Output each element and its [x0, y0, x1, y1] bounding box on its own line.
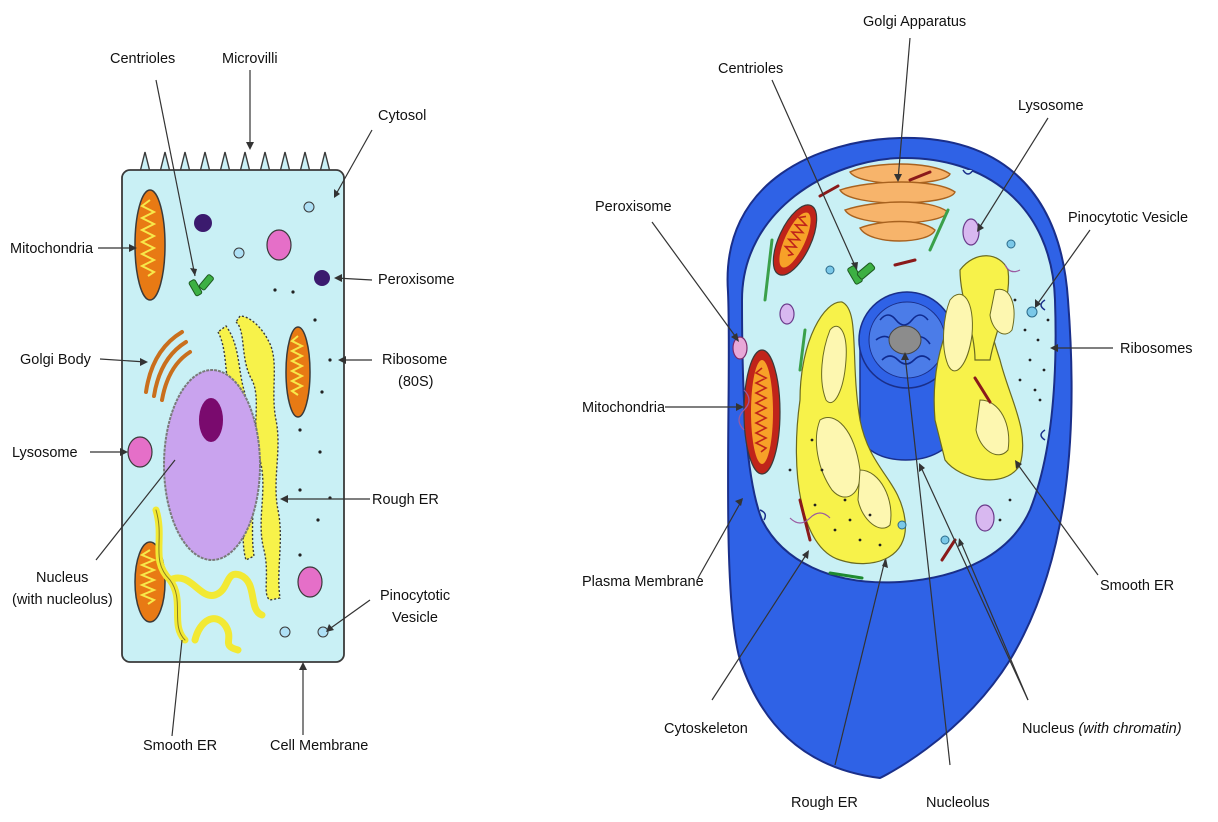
left-lysosome-shape-2	[128, 437, 152, 467]
left-label-cytosol: Cytosol	[378, 108, 426, 124]
right-label-pinocytotic-vesicle: Pinocytotic Vesicle	[1068, 210, 1188, 226]
left-vesicle-4	[318, 627, 328, 637]
right-label-nucleus: Nucleus (with chromatin)	[1022, 721, 1182, 737]
left-label-centrioles: Centrioles	[110, 51, 175, 67]
right-label-peroxisome: Peroxisome	[595, 199, 672, 215]
right-label-plasma-membrane: Plasma Membrane	[582, 574, 704, 590]
right-peroxisome-shape	[733, 337, 747, 359]
left-vesicle-2	[234, 248, 244, 258]
left-animal-cell: Centrioles Microvilli Cytosol Mitochondr…	[10, 51, 455, 754]
left-label-lysosome: Lysosome	[12, 445, 78, 461]
left-nucleolus-shape	[199, 398, 223, 442]
right-vesicle-1	[1027, 307, 1037, 317]
left-label-cell-membrane: Cell Membrane	[270, 738, 368, 754]
right-animal-cell: Golgi Apparatus Centrioles Lysosome Pero…	[582, 14, 1193, 811]
left-label-pinocytotic: Pinocytotic	[380, 588, 450, 604]
right-vesicle-4	[941, 536, 949, 544]
right-lysosome-shape-2	[780, 304, 794, 324]
left-lysosome-shape-3	[298, 567, 322, 597]
left-label-ribosome-size: (80S)	[398, 374, 433, 390]
right-mitochondrion-left	[744, 350, 780, 474]
right-label-ribosomes: Ribosomes	[1120, 341, 1193, 357]
left-lysosome-shape-1	[267, 230, 291, 260]
left-label-mitochondria: Mitochondria	[10, 241, 94, 257]
right-nucleolus-shape	[889, 326, 921, 354]
right-label-nucleus-name: Nucleus	[1022, 721, 1074, 737]
right-vesicle-5	[898, 521, 906, 529]
right-label-nucleus-suffix: (with chromatin)	[1078, 721, 1181, 737]
left-peroxisome-shape-2	[314, 270, 330, 286]
left-label-rough-er: Rough ER	[372, 492, 439, 508]
left-vesicle-3	[280, 627, 290, 637]
right-label-cytoskeleton: Cytoskeleton	[664, 721, 748, 737]
left-label-microvilli: Microvilli	[222, 51, 278, 67]
left-label-nucleus-detail: (with nucleolus)	[12, 592, 113, 608]
right-label-rough-er: Rough ER	[791, 795, 858, 811]
left-label-peroxisome: Peroxisome	[378, 272, 455, 288]
right-label-centrioles: Centrioles	[718, 61, 783, 77]
right-vesicle-3	[826, 266, 834, 274]
right-label-nucleolus: Nucleolus	[926, 795, 990, 811]
right-lysosome-shape-3	[976, 505, 994, 531]
left-vesicle-1	[304, 202, 314, 212]
right-lysosome-shape-1	[963, 219, 979, 245]
left-label-smooth-er: Smooth ER	[143, 738, 217, 754]
left-label-nucleus: Nucleus	[36, 570, 88, 586]
microvilli-shape	[140, 152, 330, 172]
right-label-lysosome: Lysosome	[1018, 98, 1084, 114]
left-label-golgi-body: Golgi Body	[20, 352, 92, 368]
left-mitochondrion-top	[135, 190, 165, 300]
right-vesicle-2	[1007, 240, 1015, 248]
left-peroxisome-shape-1	[194, 214, 212, 232]
left-mitochondrion-right	[286, 327, 310, 417]
right-label-smooth-er: Smooth ER	[1100, 578, 1174, 594]
right-label-mitochondria: Mitochondria	[582, 400, 666, 416]
left-label-vesicle: Vesicle	[392, 610, 438, 626]
left-label-ribosome: Ribosome	[382, 352, 447, 368]
right-label-golgi-apparatus: Golgi Apparatus	[863, 14, 966, 30]
